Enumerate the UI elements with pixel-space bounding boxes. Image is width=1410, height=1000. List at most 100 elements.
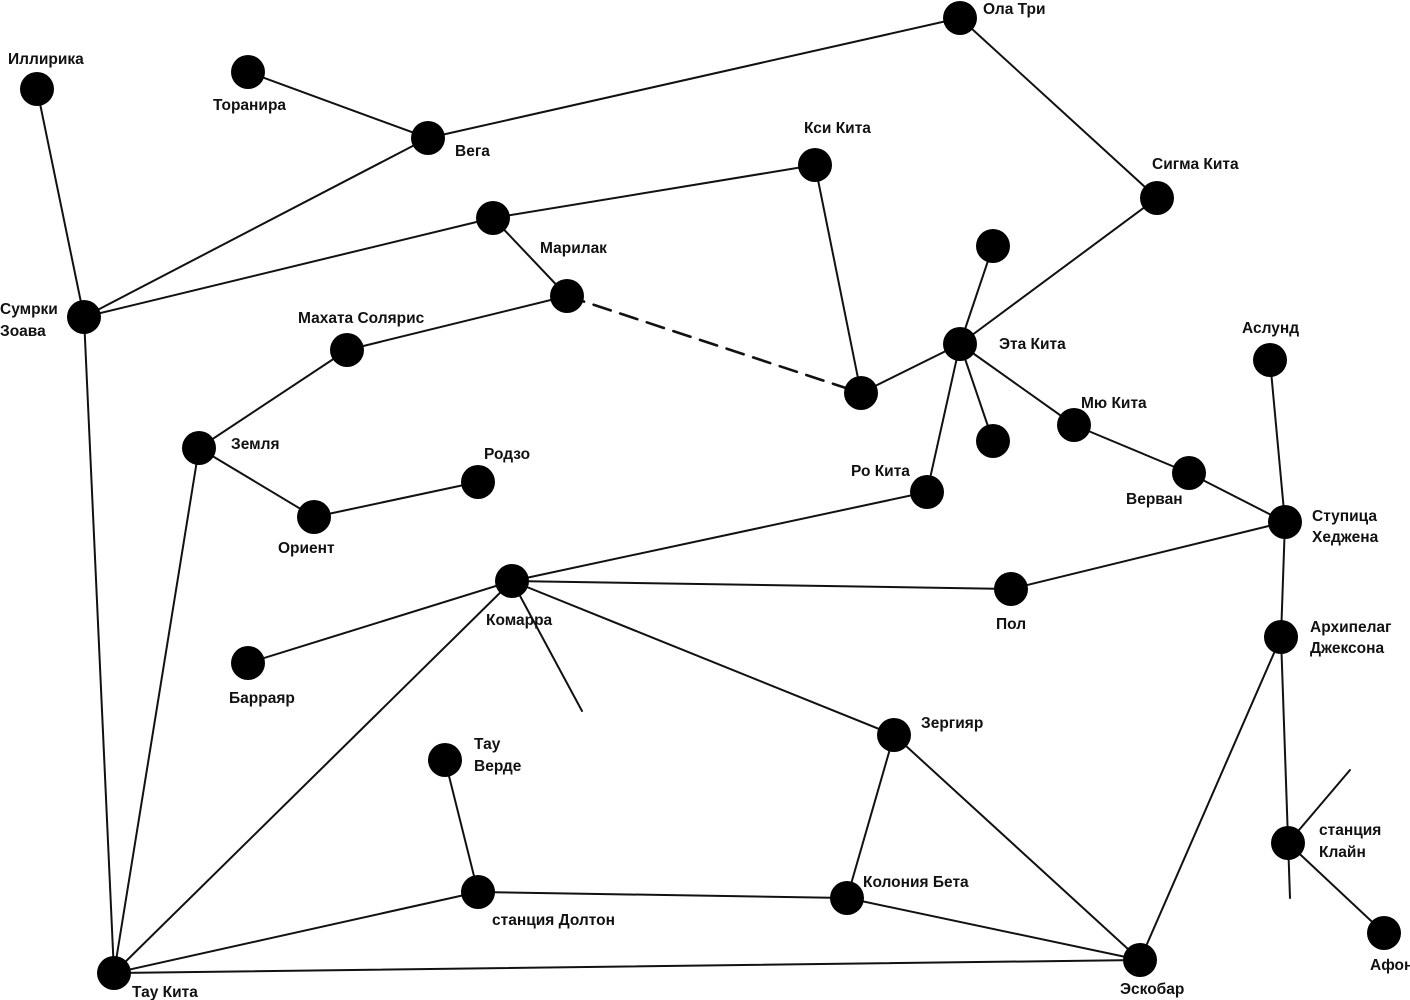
- node-aslund[interactable]: [1253, 343, 1287, 377]
- route-sumrki-unnamed: [83, 217, 494, 318]
- route-sigma-eta: [959, 197, 1158, 345]
- label-orient: Ориент: [278, 540, 335, 557]
- route-ro-komarra: [511, 491, 928, 582]
- label-barrayar: Барраяр: [229, 690, 295, 707]
- route-stupitsa-pol: [1010, 521, 1286, 590]
- route-ola-tri-sigma: [959, 17, 1158, 199]
- route-vega-sumrki: [83, 137, 429, 318]
- label-stantsiya-klain-line2: Клайн: [1319, 844, 1366, 861]
- route-unnamed-eta: [860, 343, 961, 394]
- label-aslund: Аслунд: [1242, 320, 1299, 337]
- label-eta-kita: Эта Кита: [999, 336, 1066, 353]
- node-unnamed-eta-south[interactable]: [976, 424, 1010, 458]
- node-afon[interactable]: [1367, 916, 1401, 950]
- node-stupitsa-khedzhena[interactable]: [1268, 505, 1302, 539]
- route-zergiyar-eskobar: [893, 734, 1141, 961]
- route-toranira-vega: [247, 71, 429, 139]
- node-tau-kita[interactable]: [97, 956, 131, 990]
- node-unnamed-north[interactable]: [476, 201, 510, 235]
- label-sigma-kita: Сигма Кита: [1152, 156, 1239, 173]
- node-arkhipelag-dzheksona[interactable]: [1264, 620, 1298, 654]
- route-marilak-unnamed-dashed: [565, 294, 863, 395]
- label-stupitsa-khedzhena-line2: Хеджена: [1312, 529, 1379, 546]
- route-tau-verde-dolton: [444, 759, 479, 893]
- node-myu-kita[interactable]: [1057, 408, 1091, 442]
- node-sumrki-zoava[interactable]: [67, 300, 101, 334]
- node-vega[interactable]: [411, 121, 445, 155]
- label-arkhipelag-dzheksona-line1: Архипелаг: [1310, 619, 1392, 636]
- label-eskobar: Эскобар: [1120, 981, 1184, 998]
- node-unnamed-eta-north[interactable]: [976, 229, 1010, 263]
- label-stupitsa-khedzhena-line1: Ступица: [1312, 508, 1377, 525]
- label-vega: Вега: [455, 143, 490, 160]
- route-vervan-stupitsa: [1188, 472, 1286, 523]
- label-marilak: Марилак: [540, 240, 607, 257]
- node-stantsiya-klain[interactable]: [1271, 826, 1305, 860]
- node-vervan[interactable]: [1172, 456, 1206, 490]
- label-komarra: Комарра: [486, 612, 553, 629]
- label-rodzo: Родзо: [484, 446, 530, 463]
- label-stantsiya-dolton: станция Долтон: [492, 912, 615, 929]
- node-ksi-kita[interactable]: [798, 148, 832, 182]
- route-dolton-koloniya: [477, 891, 848, 899]
- route-komarra-barrayar: [247, 580, 513, 664]
- label-tau-verde-line2: Верде: [474, 758, 522, 775]
- node-marilak[interactable]: [550, 279, 584, 313]
- node-barrayar[interactable]: [231, 646, 265, 680]
- route-komarra-tau-kita: [113, 580, 513, 974]
- label-toranira: Торанира: [213, 97, 286, 114]
- label-tau-kita: Тау Кита: [132, 984, 198, 1000]
- star-systems: [20, 1, 1401, 990]
- route-makhata-marilak: [346, 295, 568, 351]
- node-komarra[interactable]: [495, 564, 529, 598]
- label-myu-kita: Мю Кита: [1081, 395, 1147, 412]
- route-zemlya-tau-kita: [113, 447, 200, 974]
- node-toranira[interactable]: [231, 55, 265, 89]
- node-tau-verde[interactable]: [428, 743, 462, 777]
- label-tau-verde-line1: Тау: [474, 736, 501, 753]
- label-stantsiya-klain-line1: станция: [1319, 822, 1381, 839]
- label-afon: Афон: [1370, 957, 1410, 974]
- route-eta-myu: [959, 343, 1075, 426]
- node-koloniya-beta[interactable]: [830, 881, 864, 915]
- label-koloniya-beta: Колония Бета: [863, 874, 969, 891]
- label-ola-tri: Ола Три: [983, 1, 1046, 18]
- route-eta-ro: [926, 343, 961, 493]
- route-komarra-pol: [511, 580, 1012, 590]
- route-ksi-unnamed-near-eta: [814, 164, 862, 394]
- node-pol[interactable]: [994, 572, 1028, 606]
- label-sumrki-zoava-line2: Зоава: [0, 323, 46, 340]
- label-vervan: Верван: [1126, 491, 1183, 508]
- label-ro-kita: Ро Кита: [851, 463, 910, 480]
- label-arkhipelag-dzheksona-line2: Джексона: [1310, 640, 1384, 657]
- node-ro-kita[interactable]: [910, 475, 944, 509]
- node-eta-kita[interactable]: [943, 327, 977, 361]
- label-illyrica: Иллирика: [8, 51, 84, 68]
- node-unnamed-west-of-eta[interactable]: [844, 376, 878, 410]
- node-orient[interactable]: [297, 500, 331, 534]
- node-illyrica[interactable]: [20, 72, 54, 106]
- label-zergiyar: Зергияр: [921, 715, 983, 732]
- route-zergiyar-koloniya: [846, 734, 895, 899]
- route-klain-afon: [1287, 842, 1385, 934]
- node-sigma-kita[interactable]: [1140, 181, 1174, 215]
- route-unnamed-marilak: [492, 217, 568, 297]
- node-zemlya[interactable]: [182, 431, 216, 465]
- route-arkhipelag-eskobar: [1139, 636, 1282, 961]
- node-rodzo[interactable]: [461, 465, 495, 499]
- route-tau-kita-eskobar: [113, 959, 1141, 974]
- route-stupitsa-arkhipelag: [1280, 521, 1286, 638]
- route-orient-rodzo: [313, 481, 479, 518]
- route-koloniya-eskobar: [846, 897, 1141, 961]
- node-makhata-solyaris[interactable]: [330, 333, 364, 367]
- node-eskobar[interactable]: [1123, 943, 1157, 977]
- node-ola-tri[interactable]: [943, 1, 977, 35]
- route-komarra-stub: [511, 580, 583, 712]
- node-stantsiya-dolton[interactable]: [461, 875, 495, 909]
- node-zergiyar[interactable]: [877, 718, 911, 752]
- route-aslund-stupitsa: [1269, 359, 1286, 523]
- route-unnamed-ksi: [492, 164, 816, 219]
- route-illyrica-sumrki: [36, 88, 85, 318]
- label-ksi-kita: Кси Кита: [804, 120, 871, 137]
